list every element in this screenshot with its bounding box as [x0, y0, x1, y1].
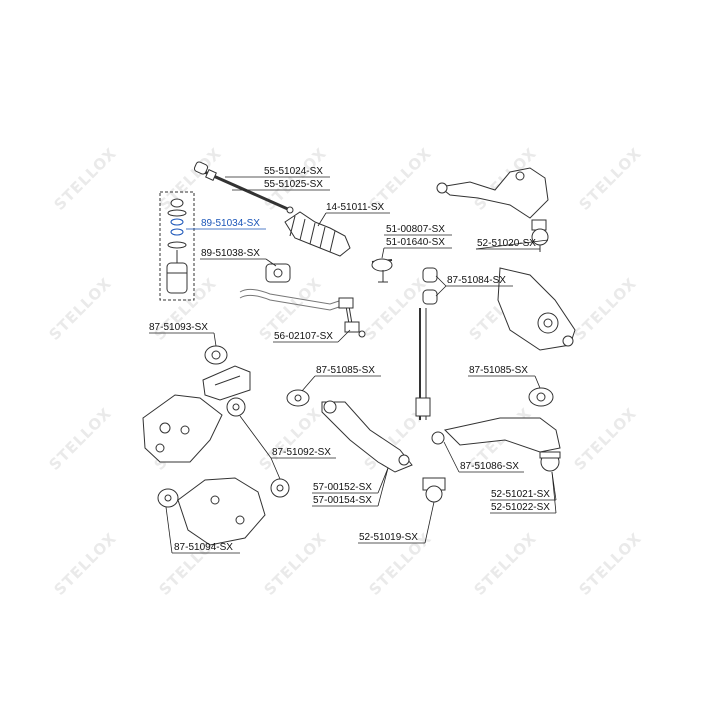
part-label-52-51021[interactable]: 52-51021-SX [491, 489, 550, 500]
part-label-87-51093[interactable]: 87-51093-SX [149, 322, 208, 333]
bushing-94-part [157, 488, 179, 508]
part-label-89-51034[interactable]: 89-51034-SX [201, 218, 260, 229]
shock-rod-part [415, 308, 431, 420]
part-label-51-01640[interactable]: 51-01640-SX [386, 237, 445, 248]
bushing-85-right-part [528, 387, 554, 407]
bushing-92-part [226, 397, 290, 498]
part-label-57-00152[interactable]: 57-00152-SX [313, 482, 372, 493]
tie-rod-end-part [371, 258, 393, 283]
part-label-55-51024[interactable]: 55-51024-SX [264, 166, 323, 177]
steering-knuckle-part [497, 267, 576, 351]
part-label-87-51094[interactable]: 87-51094-SX [174, 542, 233, 553]
part-label-87-51092[interactable]: 87-51092-SX [272, 447, 331, 458]
part-label-89-51038[interactable]: 89-51038-SX [201, 248, 260, 259]
mount-bracket-part [202, 365, 251, 401]
lower-control-arm-part [321, 400, 413, 473]
part-label-55-51025[interactable]: 55-51025-SX [264, 179, 323, 190]
bushing-85-left-part [286, 389, 310, 407]
upper-ball-joint-part [531, 219, 549, 252]
right-lower-arm-part [431, 417, 561, 453]
part-label-87-51085-right[interactable]: 87-51085-SX [469, 365, 528, 376]
upper-bushing-part [422, 267, 438, 305]
part-label-52-51020[interactable]: 52-51020-SX [477, 238, 536, 249]
strut-mount-part [159, 191, 195, 301]
stabilizer-bushing-part [265, 263, 291, 283]
knuckle-plate-lower-part [177, 477, 266, 546]
knuckle-plate-upper-part [142, 394, 223, 463]
lower-bushing-93-part [204, 345, 228, 365]
part-label-51-00807[interactable]: 51-00807-SX [386, 224, 445, 235]
part-label-52-51019[interactable]: 52-51019-SX [359, 532, 418, 543]
part-label-52-51022[interactable]: 52-51022-SX [491, 502, 550, 513]
leader-lines [149, 176, 557, 554]
dust-boot-part [284, 211, 351, 257]
part-label-87-51084[interactable]: 87-51084-SX [447, 275, 506, 286]
part-label-87-51086[interactable]: 87-51086-SX [460, 461, 519, 472]
stabilizer-link-part [338, 297, 366, 338]
lower-ball-joint-left-part [422, 477, 446, 503]
part-label-57-00154[interactable]: 57-00154-SX [313, 495, 372, 506]
part-label-87-51085-left[interactable]: 87-51085-SX [316, 365, 375, 376]
stabilizer-bar-part [239, 288, 343, 311]
lower-ball-joint-right-part [539, 451, 561, 472]
upper-control-arm-part [436, 167, 549, 219]
part-label-14-51011[interactable]: 14-51011-SX [326, 202, 385, 213]
part-label-56-02107[interactable]: 56-02107-SX [274, 331, 333, 342]
